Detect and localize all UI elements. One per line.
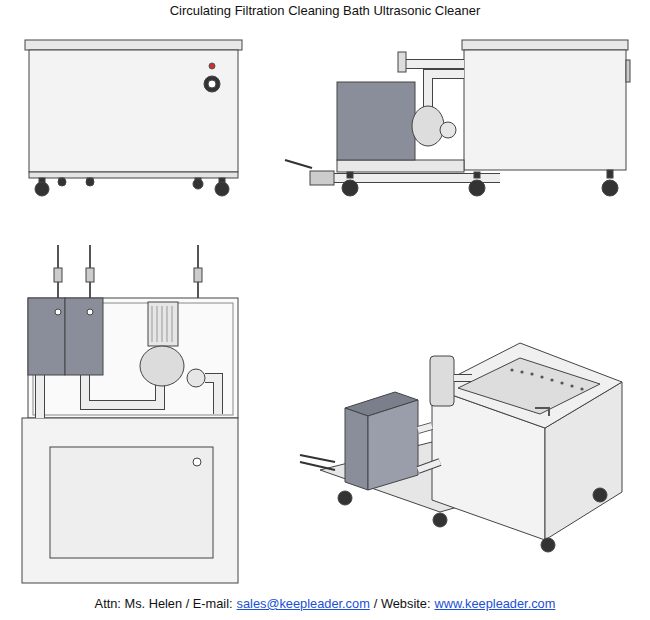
page-title: Circulating Filtration Cleaning Bath Ult…: [0, 3, 650, 18]
contact-text: Attn: Ms. Helen / E-mail:: [95, 596, 233, 611]
isometric-view: [300, 343, 622, 552]
side-view: [285, 40, 630, 196]
contact-footer: Attn: Ms. Helen / E-mail: sales@keepleade…: [0, 596, 650, 611]
contact-link: sales@keepleader.com: [237, 596, 370, 611]
rear-view: [22, 245, 238, 583]
contact-link: www.keepleader.com: [434, 596, 555, 611]
front-view: [25, 40, 242, 196]
contact-text: / Website:: [374, 596, 431, 611]
